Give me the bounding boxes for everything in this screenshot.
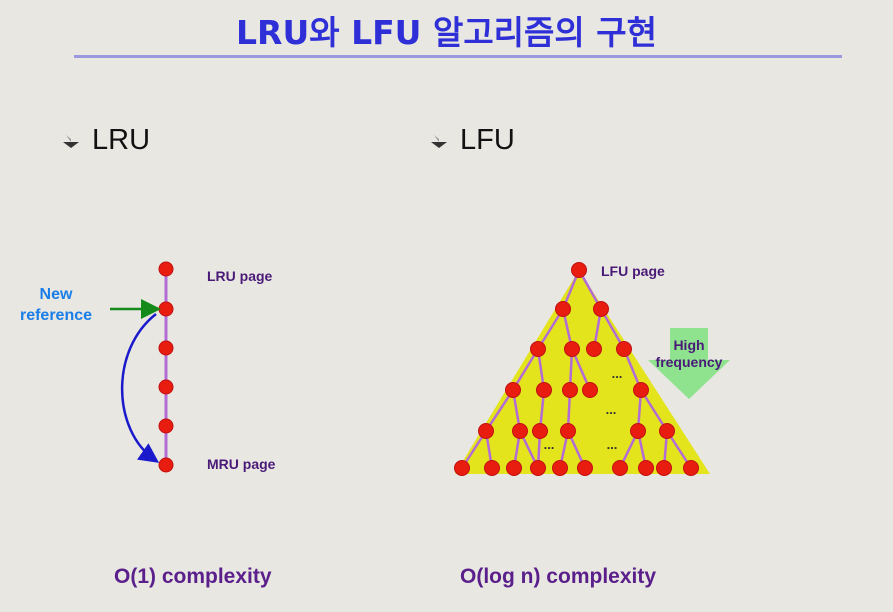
lfu-heap-edge <box>639 389 669 432</box>
lfu-heap-node <box>555 301 571 317</box>
lfu-nodes <box>454 262 699 476</box>
high-frequency-label-line2: frequency <box>656 354 723 370</box>
lfu-heap-node <box>586 341 602 357</box>
lru-list-node <box>158 457 174 473</box>
lfu-heap-edge <box>484 389 515 432</box>
lru-list: New reference LRU page MRU page <box>20 261 276 473</box>
lfu-heap-node <box>530 341 546 357</box>
lfu-heap: ... ... ... ... LFU page High frequency <box>454 262 730 476</box>
lfu-heap-node <box>571 262 587 278</box>
lru-nodes <box>158 261 174 473</box>
lfu-heap-node <box>593 301 609 317</box>
new-reference-label-line2: reference <box>20 307 92 324</box>
lru-list-node <box>158 418 174 434</box>
lfu-heap-node <box>532 423 548 439</box>
lfu-heap-node <box>478 423 494 439</box>
lfu-heap-node <box>656 460 672 476</box>
lru-list-node <box>158 340 174 356</box>
bullet-arrow-icon <box>431 134 447 148</box>
heap-ellipsis: ... <box>606 402 617 417</box>
move-to-mru-arrow <box>120 313 160 463</box>
lfu-complexity: O(log n) complexity <box>460 565 657 588</box>
title-divider <box>74 55 842 58</box>
new-reference-label-line1: New <box>40 286 73 303</box>
lru-list-node <box>158 301 174 317</box>
lfu-heap-node <box>530 460 546 476</box>
lru-heading-label: LRU <box>92 124 151 156</box>
lfu-page-label: LFU page <box>601 263 665 279</box>
lru-page-label: LRU page <box>207 268 273 284</box>
lfu-heap-node <box>630 423 646 439</box>
lfu-heap-node <box>552 460 568 476</box>
lfu-heap-node <box>512 423 528 439</box>
bullet-arrow-icon <box>63 134 79 148</box>
high-frequency-label-line1: High <box>673 337 704 353</box>
lru-complexity: O(1) complexity <box>114 565 272 588</box>
lfu-heap-node <box>638 460 654 476</box>
high-frequency-arrow <box>648 328 730 399</box>
heap-ellipsis: ... <box>612 366 623 381</box>
lfu-heap-node <box>612 460 628 476</box>
lru-heading: LRU <box>60 124 150 157</box>
lfu-heap-node <box>562 382 578 398</box>
slide-title: LRU와 LFU 알고리즘의 구현 <box>236 13 657 52</box>
lfu-heap-node <box>577 460 593 476</box>
lfu-heap-node <box>633 382 649 398</box>
lfu-heap-node <box>506 460 522 476</box>
mru-page-label: MRU page <box>207 456 276 472</box>
lfu-heap-node <box>454 460 470 476</box>
lfu-heap-edge <box>511 348 540 391</box>
lfu-heap-node <box>536 382 552 398</box>
lfu-heap-node <box>683 460 699 476</box>
lfu-heap-node <box>564 341 580 357</box>
lfu-heading-label: LFU <box>460 124 515 156</box>
lfu-heap-node <box>505 382 521 398</box>
lfu-heap-node <box>560 423 576 439</box>
heap-ellipsis: ... <box>544 437 555 452</box>
lfu-heading: LFU <box>428 124 515 157</box>
lfu-heap-node <box>616 341 632 357</box>
lru-list-node <box>158 261 174 277</box>
lru-list-node <box>158 379 174 395</box>
lfu-heap-node <box>582 382 598 398</box>
heap-ellipsis: ... <box>607 437 618 452</box>
lfu-heap-node <box>484 460 500 476</box>
lfu-heap-node <box>659 423 675 439</box>
